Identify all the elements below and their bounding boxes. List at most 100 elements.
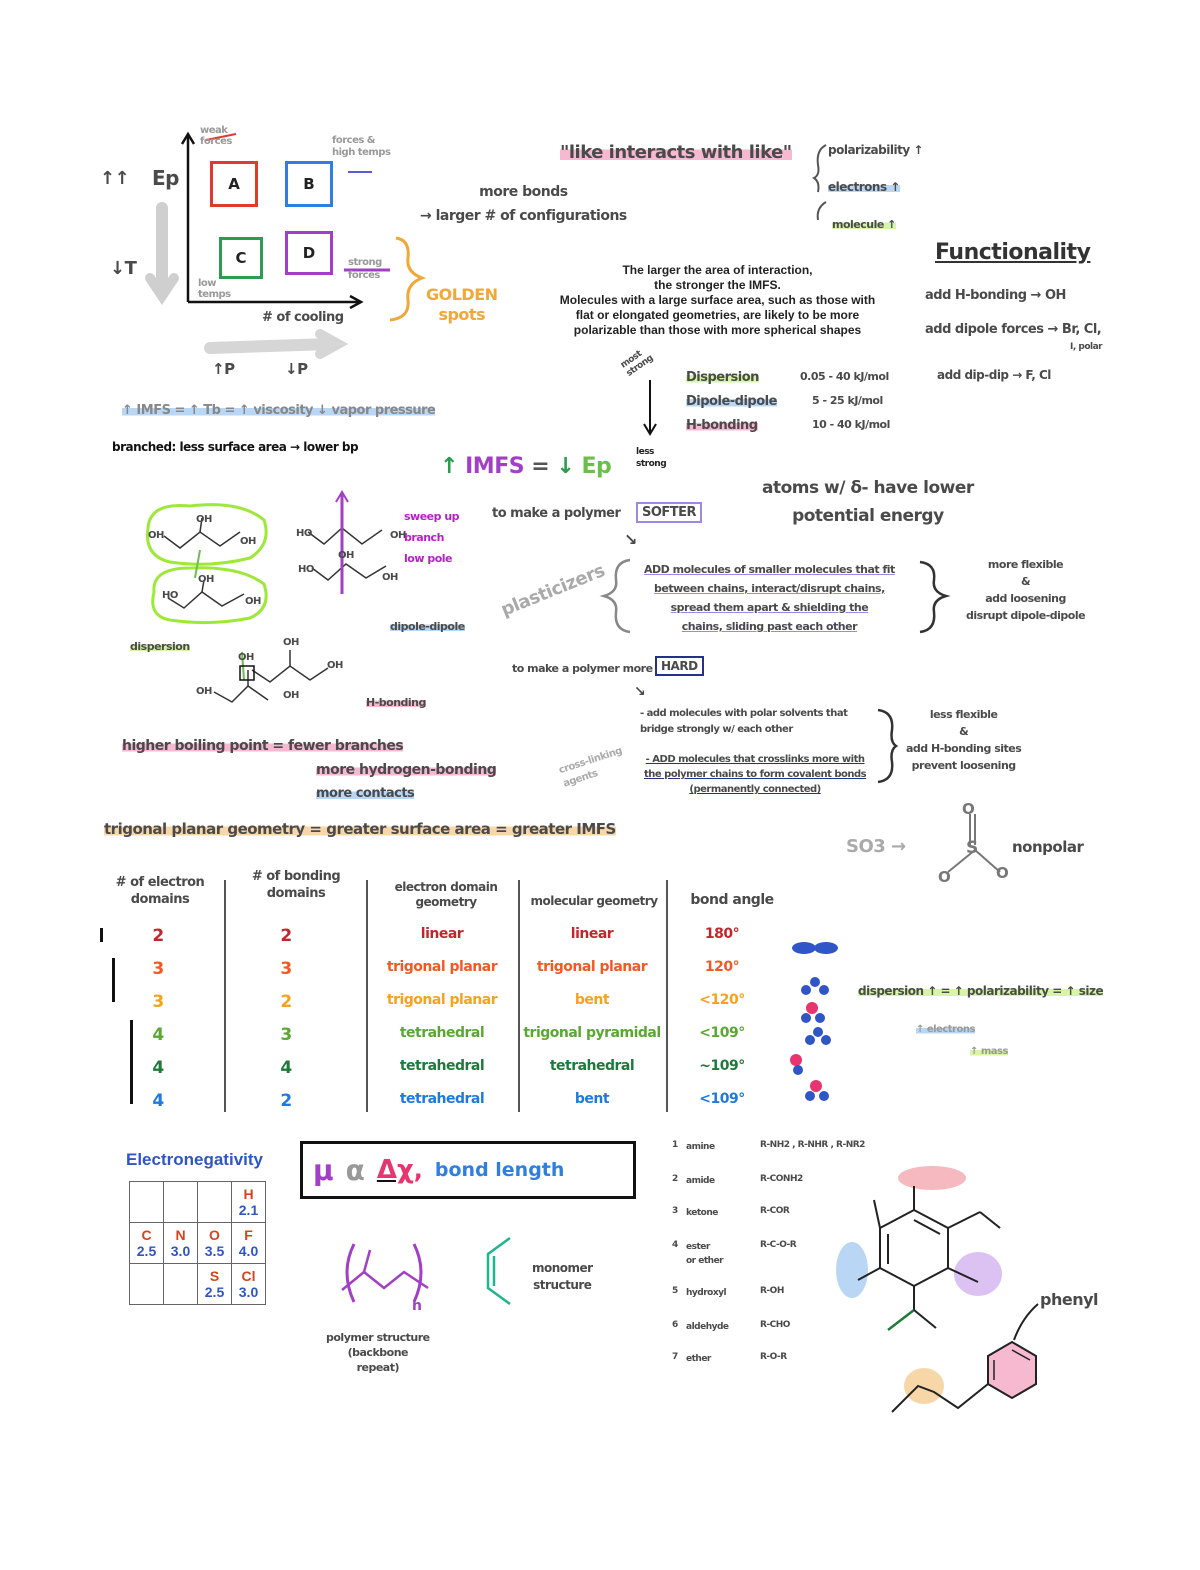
func-group-name: amide	[686, 1176, 715, 1186]
like-interacts-text: "like interacts with like"	[560, 142, 792, 163]
dispersion-label-text: dispersion	[130, 640, 190, 653]
mass-note-text: ↑ mass	[970, 1046, 1008, 1057]
imfs-equals: =	[531, 454, 550, 479]
functionality-title: Functionality	[935, 240, 1091, 265]
paragraph-line-5: polarizable than those with more spheric…	[573, 323, 862, 337]
electrons-item-text: electrons ↑	[828, 180, 900, 194]
vsepr-cell-bd: 2	[280, 926, 292, 946]
imfs-relation: ↑ IMFS = ↑ Tb = ↑ viscosity ↓ vapor pres…	[122, 403, 436, 418]
oh-label-2: OH	[148, 530, 164, 541]
vsepr-cell-mg: linear	[570, 926, 614, 942]
polarizability-brace	[812, 144, 827, 221]
functionality-line-1: add H-bonding → OH	[925, 288, 1066, 303]
atoms-delta-note: atoms w/ δ- have lower potential energy	[762, 478, 974, 526]
x-axis-label: # of cooling	[262, 310, 344, 325]
force-dipole-range: 5 - 25 kJ/mol	[812, 394, 883, 407]
vsepr-cell-mg: trigonal planar	[536, 959, 648, 975]
vsepr-cell-edg: linear	[420, 926, 464, 942]
bp-line-1-text: higher boiling point = fewer branches	[122, 738, 404, 754]
force-hbond-range: 10 - 40 kJ/mol	[812, 418, 890, 431]
oh-label-12: OH	[196, 686, 212, 697]
functionality-line-2: add dipole forces → Br, Cl,	[925, 322, 1102, 337]
en-element-symbol: H	[243, 1186, 254, 1202]
vsepr-left-bar-2	[112, 958, 115, 1002]
vsepr-cell-edg: trigonal planar	[386, 992, 498, 1008]
func-group-number: 7	[672, 1352, 678, 1362]
bp-line-2-text: more hydrogen-bonding	[316, 762, 497, 778]
vsepr-cell-angle: <120°	[699, 992, 745, 1008]
dispersion-polarizability-text: dispersion ↑ = ↑ polarizability = ↑ size	[858, 984, 1104, 998]
paragraph-line-1: The larger the area of interaction,	[622, 263, 813, 277]
quadrant-box-c: C	[219, 237, 263, 279]
vsepr-cell-mg: bent	[574, 1091, 610, 1107]
imfs-ep-relation: ↑ IMFS = ↓ Ep	[440, 454, 612, 479]
quadrant-box-d: D	[285, 231, 333, 275]
phenyl-ether-drawing	[891, 1303, 1039, 1413]
bp-line-3: more contacts	[316, 786, 415, 801]
en-element-symbol: N	[175, 1227, 186, 1243]
quadrant-label-c: C	[235, 249, 247, 267]
hard-bullet-1: - add molecules with polar solvents that…	[640, 708, 848, 735]
func-group-number: 5	[672, 1286, 678, 1296]
h-bonding-label-text: H-bonding	[366, 696, 426, 709]
vsepr-header-mg: molecular geometry	[530, 894, 658, 908]
quadrant-box-b: B	[285, 161, 333, 207]
so3-s: S	[966, 838, 978, 858]
dispersion-polarizability-note: dispersion ↑ = ↑ polarizability = ↑ size	[858, 984, 1104, 998]
vsepr-divider-2	[366, 880, 368, 1112]
vsepr-cell-mg: bent	[574, 992, 610, 1008]
more-bonds-note: more bonds → larger # of configurations	[420, 184, 627, 224]
func-group-formula: R-O-R	[760, 1352, 787, 1362]
vsepr-cell-bd: 3	[280, 959, 292, 979]
func-group-formula: R-CHO	[760, 1320, 790, 1330]
force-dispersion: Dispersion	[686, 370, 759, 385]
bp-line-2: more hydrogen-bonding	[316, 762, 497, 778]
vsepr-cell-edg: tetrahedral	[399, 1058, 485, 1074]
imfs-up-arrow: ↑	[440, 454, 458, 479]
func-group-name: ketone	[686, 1208, 718, 1218]
func-group-name: hydroxyl	[686, 1288, 727, 1298]
oh-label-8: OH	[382, 572, 398, 583]
down-p-label: ↓P	[285, 360, 308, 378]
oh-label-7: OH	[338, 550, 354, 561]
mu-symbol: μ	[313, 1153, 334, 1187]
forces-most-label: most strong	[618, 349, 656, 379]
en-element-value: 3.0	[170, 1243, 191, 1259]
func-group-number: 1	[672, 1140, 678, 1150]
crosslink-label: cross-linking agents	[557, 745, 624, 790]
ho-label-3: HO	[298, 564, 314, 575]
force-dispersion-name: Dispersion	[686, 370, 759, 385]
force-hbond-name: H-bonding	[686, 418, 758, 433]
bp-line-1: higher boiling point = fewer branches	[122, 738, 404, 754]
vsepr-cell-edg: trigonal planar	[386, 959, 498, 975]
h-bonding-label: H-bonding	[366, 696, 426, 709]
vsepr-left-bar-1	[100, 928, 103, 942]
en-element-symbol: O	[209, 1227, 220, 1243]
func-group-number: 6	[672, 1320, 678, 1330]
func-group-name: ether	[686, 1354, 711, 1364]
en-element-symbol: C	[141, 1227, 152, 1243]
hard-brace	[877, 708, 899, 784]
quadrant-label-d: D	[302, 244, 316, 262]
electronegativity-title: Electronegativity	[126, 1150, 263, 1169]
so3-label: SO3 →	[846, 836, 906, 857]
vsepr-cell-angle: 120°	[704, 959, 740, 975]
vsepr-cell-ed: 4	[152, 1091, 164, 1111]
ep-axis-label: Ep	[152, 166, 179, 190]
en-element-value: 2.5	[204, 1284, 225, 1300]
func-group-name: ester or ether	[686, 1242, 724, 1266]
vsepr-cell-edg: tetrahedral	[399, 1091, 485, 1107]
hard-word: HARD	[661, 659, 698, 673]
electrons-note-text: ↑ electrons	[916, 1024, 975, 1035]
en-cell	[163, 1181, 198, 1223]
hard-arrow: ↘	[634, 684, 646, 700]
molecule-item-text: molecule ↑	[832, 218, 896, 231]
en-element-value: 3.5	[204, 1243, 225, 1259]
en-element-value: 3.0	[238, 1284, 259, 1300]
plasticizers-label: plasticizers	[498, 560, 608, 621]
en-element-value: 4.0	[238, 1243, 259, 1259]
